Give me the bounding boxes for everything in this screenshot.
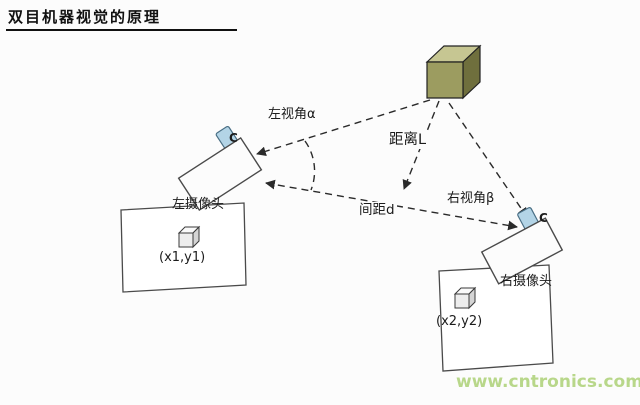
right-camera-body — [480, 217, 564, 285]
label-left-lens-c: C — [229, 131, 238, 145]
distance-l-line — [402, 100, 440, 190]
label-left-projection-coords: (x1,y1) — [159, 250, 206, 265]
target-object-cube — [425, 44, 482, 100]
right-camera — [480, 207, 564, 285]
label-right-view-angle: 右视角β — [447, 191, 495, 206]
baseline-spacing-d — [265, 179, 518, 231]
label-right-lens-c: C — [539, 211, 548, 225]
right-projected-cube-icon — [453, 286, 477, 310]
left-camera — [177, 126, 263, 212]
left-projected-cube-icon — [177, 225, 201, 249]
title-underline — [6, 29, 237, 31]
label-distance-l: 距离L — [387, 132, 429, 150]
label-right-camera: 右摄像头 — [500, 274, 553, 289]
label-left-view-angle: 左视角α — [268, 107, 316, 122]
left-camera-body — [177, 136, 263, 212]
label-spacing-d: 间距d — [357, 202, 397, 219]
watermark: www.cntronics.com — [456, 372, 640, 392]
label-right-projection-coords: (x2,y2) — [436, 314, 483, 329]
sightline-object-to-left-camera — [256, 99, 431, 157]
left-view-angle-arc — [304, 140, 316, 191]
page-title: 双目机器视觉的原理 — [8, 8, 162, 26]
label-left-camera: 左摄像头 — [172, 197, 225, 212]
